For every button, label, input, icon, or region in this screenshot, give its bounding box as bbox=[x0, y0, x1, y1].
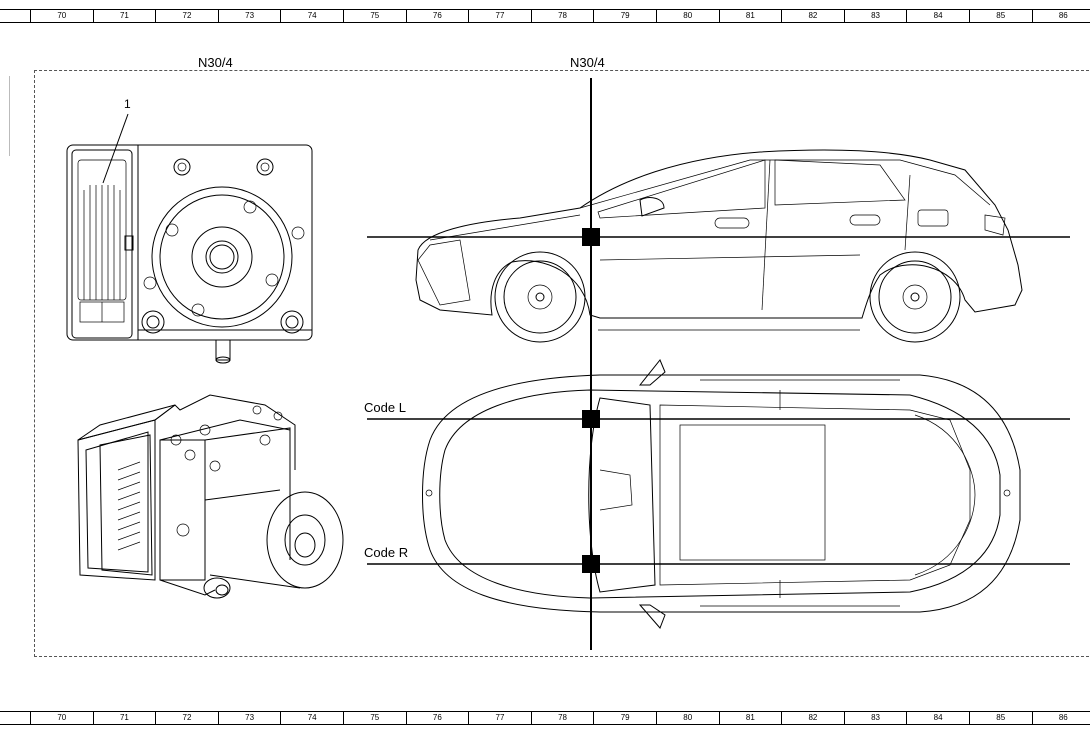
callout-number-1: 1 bbox=[124, 97, 131, 111]
callout-1-leader bbox=[102, 113, 129, 184]
ruler-cell: 73 bbox=[217, 10, 281, 22]
ruler-cell: 80 bbox=[655, 712, 719, 724]
position-marker-code-r bbox=[582, 555, 600, 573]
ruler-cell: 73 bbox=[217, 712, 281, 724]
ruler-cell: 78 bbox=[530, 712, 594, 724]
ruler-cell: 74 bbox=[280, 10, 343, 22]
ruler-cell: 86 bbox=[1031, 712, 1090, 724]
position-indicator bbox=[367, 78, 1070, 650]
ruler-cell: 83 bbox=[843, 712, 907, 724]
ruler-cell: 84 bbox=[906, 10, 969, 22]
ruler-cell: 70 bbox=[30, 712, 93, 724]
ruler-cell: 75 bbox=[342, 10, 406, 22]
abs-unit-isometric-view bbox=[77, 394, 344, 599]
ruler-cell: 79 bbox=[593, 712, 656, 724]
ruler-cell: 75 bbox=[342, 712, 406, 724]
ruler-cell: 81 bbox=[718, 10, 782, 22]
ruler-cell: 72 bbox=[155, 712, 218, 724]
component-title-left: N30/4 bbox=[198, 55, 233, 70]
ruler-cell: 84 bbox=[906, 712, 969, 724]
ruler-cell: 77 bbox=[468, 712, 531, 724]
abs-unit-front-view bbox=[66, 144, 313, 364]
ruler-cell: 72 bbox=[155, 10, 218, 22]
ruler-cell: 85 bbox=[968, 712, 1032, 724]
ruler-cell: 82 bbox=[781, 10, 844, 22]
ruler-cell: 76 bbox=[405, 10, 469, 22]
ruler-cell: 71 bbox=[92, 712, 156, 724]
diagram-frame bbox=[34, 70, 1090, 657]
left-edge-tick bbox=[9, 76, 10, 156]
ruler-cell: 79 bbox=[593, 10, 656, 22]
position-marker-side bbox=[582, 228, 600, 246]
code-l-label: Code L bbox=[364, 400, 406, 415]
grid-ruler-top: 70 71 72 73 74 75 76 77 78 79 80 81 82 8… bbox=[0, 9, 1090, 23]
code-r-label: Code R bbox=[364, 545, 409, 560]
car-top-view bbox=[422, 359, 1021, 629]
ruler-cell: 85 bbox=[968, 10, 1032, 22]
ruler-cell: 71 bbox=[92, 10, 156, 22]
position-marker-code-l bbox=[582, 410, 600, 428]
grid-ruler-bottom: 70 71 72 73 74 75 76 77 78 79 80 81 82 8… bbox=[0, 711, 1090, 725]
ruler-cell: 74 bbox=[280, 712, 343, 724]
ruler-cell: 76 bbox=[405, 712, 469, 724]
ruler-cell: 86 bbox=[1031, 10, 1090, 22]
ruler-cell: 78 bbox=[530, 10, 594, 22]
ruler-cell: 77 bbox=[468, 10, 531, 22]
ruler-cell: 83 bbox=[843, 10, 907, 22]
ruler-cell: 82 bbox=[781, 712, 844, 724]
car-side-view bbox=[415, 149, 1023, 343]
ruler-cell: 81 bbox=[718, 712, 782, 724]
ruler-cell: 80 bbox=[655, 10, 719, 22]
ruler-cell: 70 bbox=[30, 10, 93, 22]
ruler-lead-cell bbox=[0, 712, 30, 724]
component-title-right: N30/4 bbox=[570, 55, 605, 70]
